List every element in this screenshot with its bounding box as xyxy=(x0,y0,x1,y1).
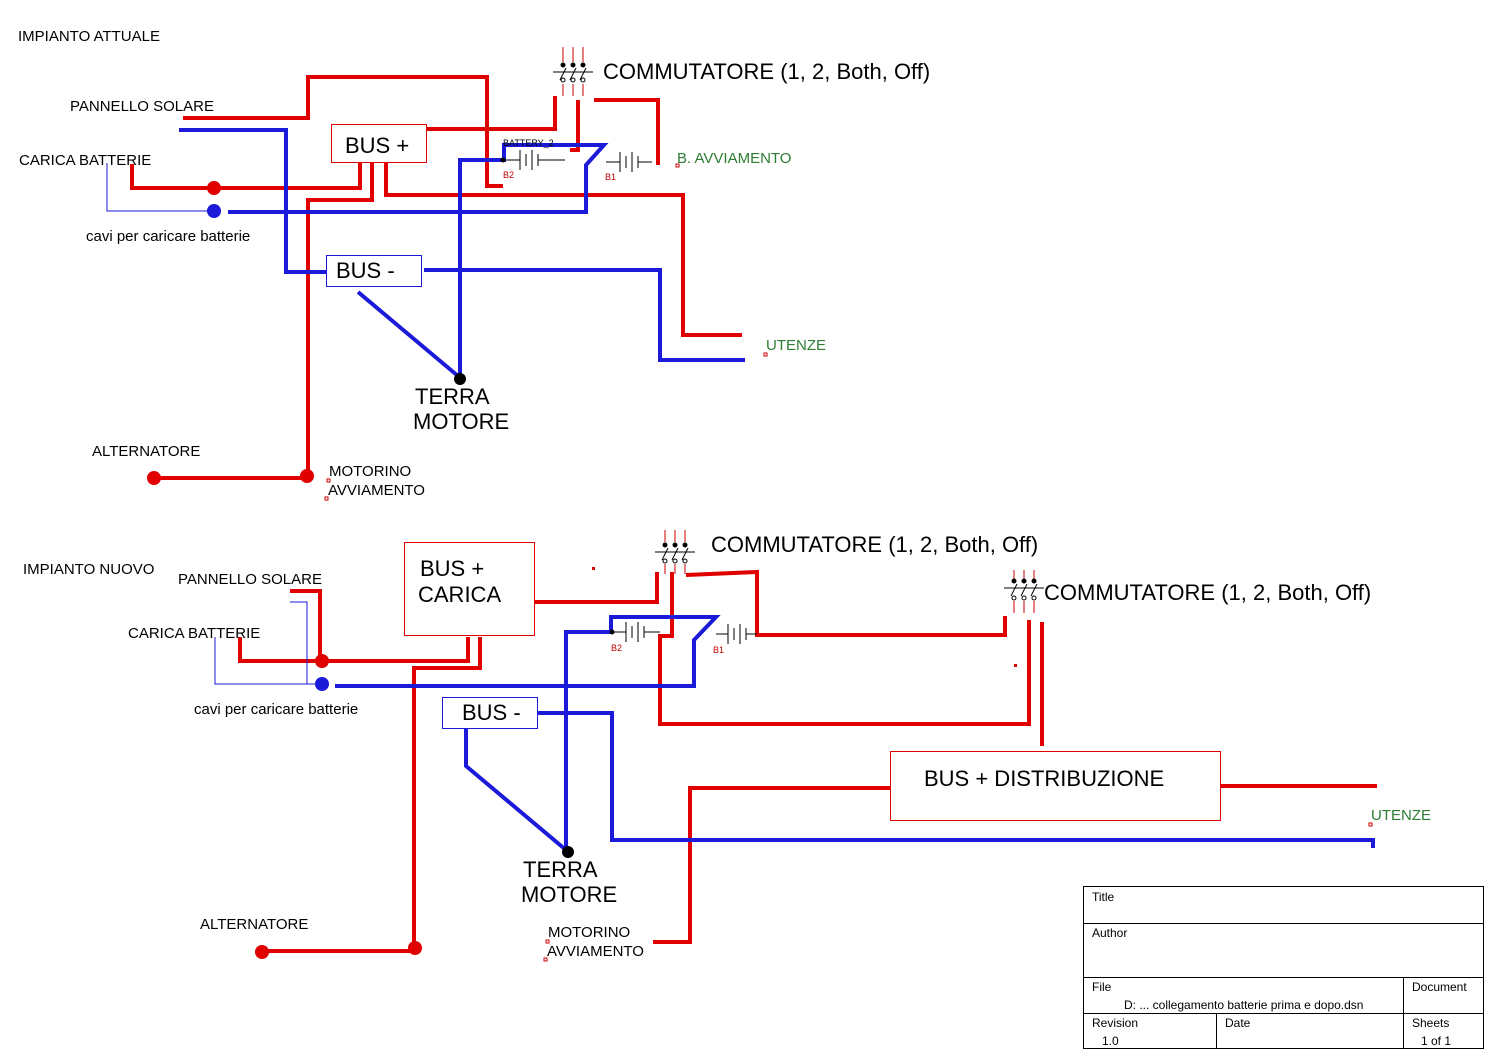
wire-busminus-to-loads xyxy=(537,711,1375,848)
wire-charger-thin xyxy=(106,163,213,212)
bus-distribution-box: BUS + DISTRIBUZIONE xyxy=(890,751,1221,821)
file-value: D: ... collegamento batterie prima e dop… xyxy=(1124,998,1364,1012)
wire-busminus-to-ground xyxy=(356,290,460,378)
revision-label: Revision xyxy=(1092,1016,1139,1030)
battery-b1-label: B1 xyxy=(713,645,725,655)
wire-buscarica-to-alternator xyxy=(412,637,482,946)
junction-dot xyxy=(207,181,221,195)
battery-b2-label: B2 xyxy=(503,170,515,180)
switch-1-label: COMMUTATORE (1, 2, Both, Off) xyxy=(711,532,1039,557)
battery-b1-label: B1 xyxy=(605,172,617,182)
battery-charger-label: CARICA BATTERIE xyxy=(19,152,152,169)
date-label: Date xyxy=(1225,1016,1251,1030)
wire-charger-thin xyxy=(214,637,307,685)
junction-dot xyxy=(207,204,221,218)
wire-charge-cable-negative xyxy=(335,615,721,852)
battery-b2-icon xyxy=(609,622,660,642)
switch-symbol-icon xyxy=(1004,570,1044,613)
sheets-label: Sheets xyxy=(1412,1016,1450,1030)
switch-symbol-icon xyxy=(655,530,695,574)
battery-b2-label: B2 xyxy=(611,643,623,653)
bus-minus-box: BUS - xyxy=(326,255,422,287)
sheets-value: 1 of 1 xyxy=(1421,1034,1452,1048)
wire-busminus-to-loads xyxy=(424,268,745,362)
bus-plus-label: BUS + xyxy=(345,133,410,158)
junction-dot xyxy=(315,677,329,691)
section-heading: IMPIANTO ATTUALE xyxy=(18,28,160,45)
alternator-label: ALTERNATORE xyxy=(200,916,309,933)
wire-solar-positive xyxy=(183,75,503,188)
wire-switch-to-start-battery xyxy=(594,98,660,165)
bus-distribution-label: BUS + DISTRIBUZIONE xyxy=(924,766,1165,791)
document-label: Document xyxy=(1412,980,1467,994)
wire-busdist-to-starter xyxy=(653,786,890,944)
starter-label-line1: MOTORINO xyxy=(329,463,412,480)
battery-b2-icon xyxy=(500,150,565,170)
bus-minus-box: BUS - xyxy=(442,697,538,729)
ground-dot xyxy=(562,846,574,858)
junction-dot xyxy=(147,471,161,485)
bus-charge-label-line1: BUS + xyxy=(420,556,485,581)
battery-b1-icon xyxy=(606,152,652,172)
wire-busplus-to-alternator xyxy=(306,163,374,475)
junction-dot xyxy=(255,945,269,959)
wire-busminus-to-ground xyxy=(464,728,568,852)
battery-group-label: BATTERY_2 xyxy=(503,138,554,148)
alternator-label: ALTERNATORE xyxy=(92,443,201,460)
starter-label-line1: MOTORINO xyxy=(548,924,631,941)
starter-label-line2: AVVIAMENTO xyxy=(328,482,425,499)
starter-label-line2: AVVIAMENTO xyxy=(547,943,644,960)
wire-switch-to-b2 xyxy=(570,100,580,152)
wire-busplus-to-loads xyxy=(384,163,742,337)
wire-solar-thin xyxy=(290,601,322,685)
wire-switch-to-busplus xyxy=(427,96,557,131)
battery-b1-icon xyxy=(716,624,757,644)
wire-charger-positive xyxy=(130,163,362,190)
ground-label-line1: TERRA xyxy=(523,857,598,882)
ground-label-line2: MOTORE xyxy=(413,409,510,434)
wire-charge-cable-negative xyxy=(228,143,609,378)
battery-charger-label: CARICA BATTERIE xyxy=(128,625,261,642)
bus-charge-label-line2: CARICA xyxy=(418,582,502,607)
current-system-nodes xyxy=(147,163,768,501)
switch-symbol-icon xyxy=(553,47,593,96)
start-battery-label: B. AVVIAMENTO xyxy=(677,150,792,167)
file-label: File xyxy=(1092,980,1112,994)
revision-value: 1.0 xyxy=(1102,1034,1119,1048)
junction-dot xyxy=(315,654,329,668)
ground-dot xyxy=(454,373,466,385)
wire-solar-positive xyxy=(290,589,322,661)
ground-label-line2: MOTORE xyxy=(521,882,618,907)
section-heading: IMPIANTO NUOVO xyxy=(23,561,155,578)
bus-plus-box: BUS + xyxy=(331,124,427,163)
new-system-nodes xyxy=(255,567,1373,962)
ground-label-line1: TERRA xyxy=(415,384,490,409)
bus-minus-label: BUS - xyxy=(336,258,395,283)
solar-panel-label: PANNELLO SOLARE xyxy=(178,571,322,588)
charge-cables-label: cavi per caricare batterie xyxy=(194,701,359,718)
title-label: Title xyxy=(1092,890,1115,904)
wire-charger-positive xyxy=(238,637,470,663)
solar-panel-label: PANNELLO SOLARE xyxy=(70,98,214,115)
loads-label: UTENZE xyxy=(766,337,826,354)
junction-dot xyxy=(300,469,314,483)
author-label: Author xyxy=(1092,926,1128,940)
switch-label: COMMUTATORE (1, 2, Both, Off) xyxy=(603,59,931,84)
bus-minus-label: BUS - xyxy=(462,700,521,725)
wire-switch1-to-b2 xyxy=(658,572,1031,726)
charge-cables-label: cavi per caricare batterie xyxy=(86,228,251,245)
loads-label: UTENZE xyxy=(1371,807,1431,824)
switch-2-label: COMMUTATORE (1, 2, Both, Off) xyxy=(1044,580,1372,605)
new-system-wires xyxy=(214,569,1377,953)
wire-switch1-to-b1 xyxy=(685,569,1007,637)
wire-buscarica-to-switch xyxy=(530,572,659,604)
wire-solar-negative xyxy=(179,128,328,274)
title-block: Title Author File D: ... collegamento ba… xyxy=(1083,886,1484,1049)
junction-dot xyxy=(408,941,422,955)
current-system-wires xyxy=(106,75,745,480)
bus-charge-box: BUS + CARICA xyxy=(404,542,535,636)
